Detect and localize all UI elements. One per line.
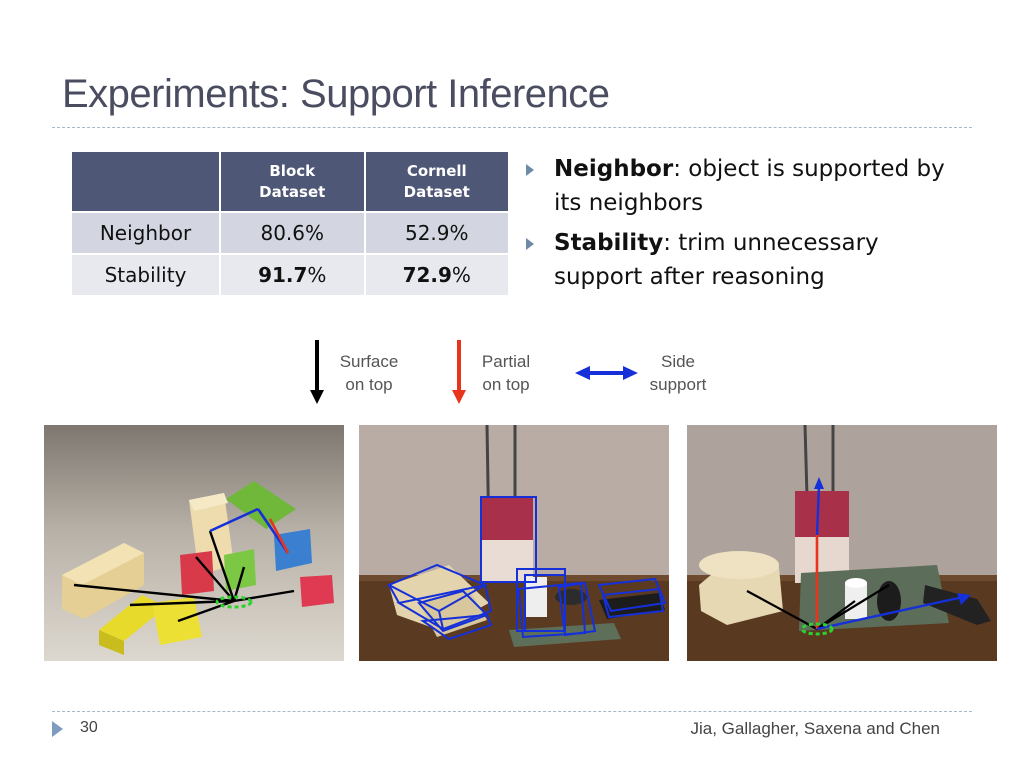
slide-title: Experiments: Support Inference [62,72,610,116]
footer-divider [52,711,972,712]
row-label: Stability [70,253,221,297]
cell-value: 52.9% [363,211,510,255]
bullet-term: Neighbor [554,156,674,182]
page-number: 30 [80,719,98,736]
cell-value: 72.9% [363,253,510,297]
title-divider [52,127,972,128]
down-arrow-icon [310,340,324,404]
block-scene-image [44,425,344,661]
cell-value: 91.7% [219,253,366,297]
bullet-item: Stability: trim unnecessary support afte… [524,226,964,294]
legend-arrows [310,340,638,404]
bullet-text: : trim unnecessary support after reasoni… [554,230,879,290]
cornell-scene-boxes-image [359,425,669,661]
bullet-item: Neighbor: object is supported by its nei… [524,152,964,220]
bullet-arrow-icon [526,238,534,250]
table-row: Stability 91.7% 72.9% [70,253,510,297]
bullet-arrow-icon [526,164,534,176]
cornell-scene-support-image [687,425,997,661]
double-arrow-icon [575,366,638,380]
bullet-term: Stability [554,230,664,256]
table-row: Neighbor 80.6% 52.9% [70,211,510,255]
footer-triangle-icon [52,721,63,737]
bullet-list: Neighbor: object is supported by its nei… [524,152,964,300]
cell-value: 80.6% [219,211,366,255]
table-header-empty [70,150,221,213]
row-label: Neighbor [70,211,221,255]
bullet-text: : object is supported by its neighbors [554,156,945,216]
down-arrow-icon [452,340,466,404]
footer-authors: Jia, Gallagher, Saxena and Chen [690,719,940,738]
